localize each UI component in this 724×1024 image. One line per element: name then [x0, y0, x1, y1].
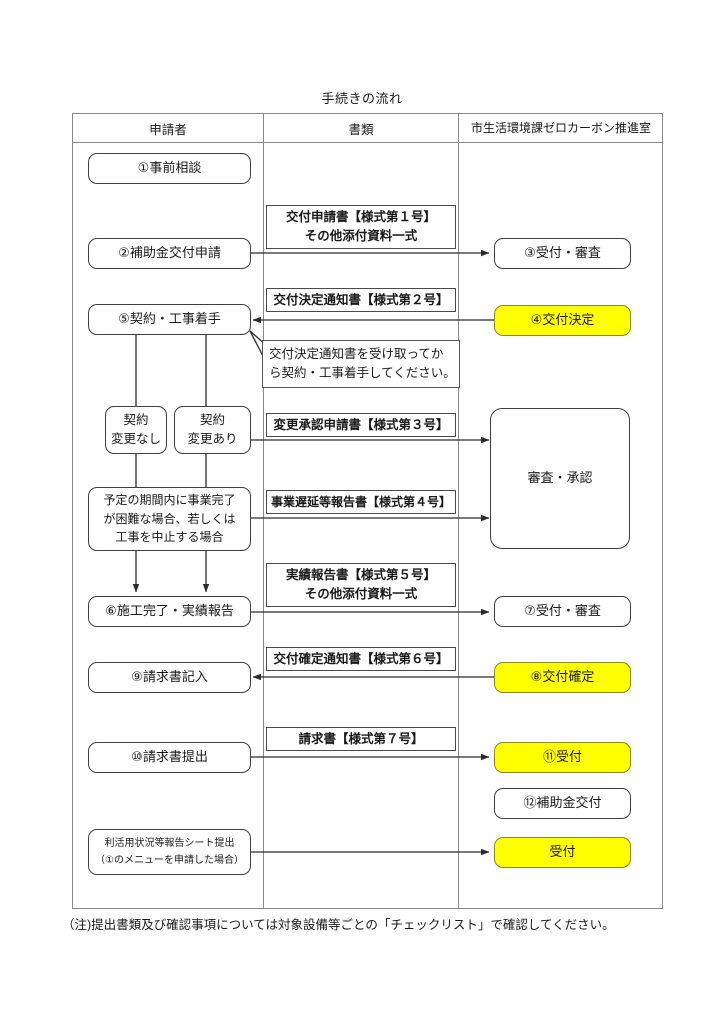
- node-usage-report-line1: 利活用状況等報告シート提出: [104, 838, 235, 849]
- flow-table-frame: 申請者 書類 市生活環境課ゼロカーボン推進室: [72, 113, 663, 909]
- page-title: 手続きの流れ: [321, 91, 403, 106]
- header-rule: [73, 142, 662, 143]
- doc-box-2: 交付決定通知書【様式第２号】: [266, 288, 456, 312]
- node-contract-no-change[interactable]: 契約 変更なし: [105, 406, 167, 454]
- footer-note: （注)提出書類及び確認事項については対象設備等ごとの「チェックリスト」で確認して…: [62, 918, 615, 932]
- node-step8[interactable]: ⑧交付確定: [494, 662, 631, 693]
- doc-box-1: 交付申請書【様式第１号】 その他添付資料一式: [266, 205, 456, 249]
- node-contract-has-change-line2: 変更あり: [187, 432, 238, 446]
- doc-box-5: 実績報告書【様式第５号】 その他添付資料一式: [266, 563, 456, 607]
- node-contract-no-change-line1: 契約: [123, 412, 149, 427]
- node-step3[interactable]: ③受付・審査: [494, 238, 631, 269]
- node-review-approval-label: 審査・承認: [527, 470, 593, 486]
- node-contract-has-change[interactable]: 契約 変更あり: [174, 406, 251, 454]
- doc-box-4: 事業遅延等報告書【様式第４号】: [266, 490, 456, 514]
- node-step2-label: ②補助金交付申請: [118, 245, 221, 261]
- node-step7-label: ⑦受付・審査: [524, 603, 601, 619]
- doc-box-6-line1: 交付確定通知書【様式第６号】: [273, 651, 449, 666]
- node-usage-report[interactable]: 利活用状況等報告シート提出 （①のメニューを申請した場合）: [88, 829, 251, 875]
- doc-box-5-line2: その他添付資料一式: [304, 587, 418, 601]
- node-step4-label: ④交付決定: [530, 312, 595, 328]
- callout-note-line2: ら契約・工事着手してください。: [269, 365, 456, 380]
- node-contract-has-change-line1: 契約: [199, 412, 225, 427]
- node-step13-label: 受付: [549, 844, 576, 860]
- node-step1[interactable]: ①事前相談: [88, 153, 251, 184]
- doc-box-7-line1: 請求書【様式第７号】: [298, 731, 424, 746]
- column-header-documents: 書類: [348, 123, 374, 137]
- doc-box-3: 変更承認申請書【様式第３号】: [266, 413, 456, 437]
- node-step12[interactable]: ⑫補助金交付: [494, 788, 631, 819]
- node-step6-label: ⑥施工完了・実績報告: [105, 603, 234, 619]
- doc-box-1-line1: 交付申請書【様式第１号】: [285, 210, 436, 225]
- node-review-approval[interactable]: 審査・承認: [490, 408, 630, 549]
- node-step11-label: ⑪受付: [542, 749, 582, 765]
- node-delay-case-line1: 予定の期間内に事業完了: [103, 493, 236, 508]
- node-step3-label: ③受付・審査: [524, 245, 601, 261]
- node-step2[interactable]: ②補助金交付申請: [88, 238, 251, 269]
- node-step13[interactable]: 受付: [494, 837, 631, 868]
- column-header-office: 市生活環境課ゼロカーボン推進室: [470, 121, 651, 135]
- doc-box-1-line2: その他添付資料一式: [304, 229, 418, 243]
- node-step10-label: ⑩請求書提出: [131, 749, 208, 765]
- node-step4[interactable]: ④交付決定: [494, 305, 631, 336]
- doc-box-2-line1: 交付決定通知書【様式第２号】: [273, 292, 449, 307]
- doc-box-7: 請求書【様式第７号】: [266, 727, 456, 751]
- node-step10[interactable]: ⑩請求書提出: [88, 742, 251, 773]
- node-step8-label: ⑧交付確定: [530, 669, 595, 685]
- doc-box-5-line1: 実績報告書【様式第５号】: [285, 568, 436, 583]
- node-step7[interactable]: ⑦受付・審査: [494, 596, 631, 627]
- node-delay-case[interactable]: 予定の期間内に事業完了 が困難な場合、若しくは 工事を中止する場合: [88, 487, 251, 551]
- doc-box-3-line1: 変更承認申請書【様式第３号】: [273, 417, 449, 432]
- node-usage-report-line2: （①のメニューを申請した場合）: [95, 855, 244, 866]
- node-step5-label: ⑤契約・工事着手: [118, 311, 221, 327]
- column-header-applicant: 申請者: [149, 123, 187, 137]
- doc-box-6: 交付確定通知書【様式第６号】: [266, 647, 456, 671]
- node-step12-label: ⑫補助金交付: [523, 795, 602, 811]
- node-step6[interactable]: ⑥施工完了・実績報告: [88, 596, 251, 627]
- node-step9-label: ⑨請求書記入: [131, 669, 208, 685]
- column-divider-documents-office: [458, 114, 459, 908]
- callout-note-line1: 交付決定通知書を受け取ってか: [269, 347, 444, 361]
- node-contract-no-change-line2: 変更なし: [110, 432, 161, 446]
- doc-box-4-line1: 事業遅延等報告書【様式第４号】: [270, 495, 451, 509]
- node-step1-label: ①事前相談: [137, 160, 202, 176]
- node-step5[interactable]: ⑤契約・工事着手: [88, 304, 251, 335]
- callout-note: 交付決定通知書を受け取ってか ら契約・工事着手してください。: [262, 340, 460, 388]
- node-step9[interactable]: ⑨請求書記入: [88, 662, 251, 693]
- node-delay-case-line2: が困難な場合、若しくは: [103, 511, 236, 526]
- node-step11[interactable]: ⑪受付: [494, 742, 631, 773]
- column-divider-applicant-documents: [263, 114, 264, 908]
- node-delay-case-line3: 工事を中止する場合: [115, 530, 224, 545]
